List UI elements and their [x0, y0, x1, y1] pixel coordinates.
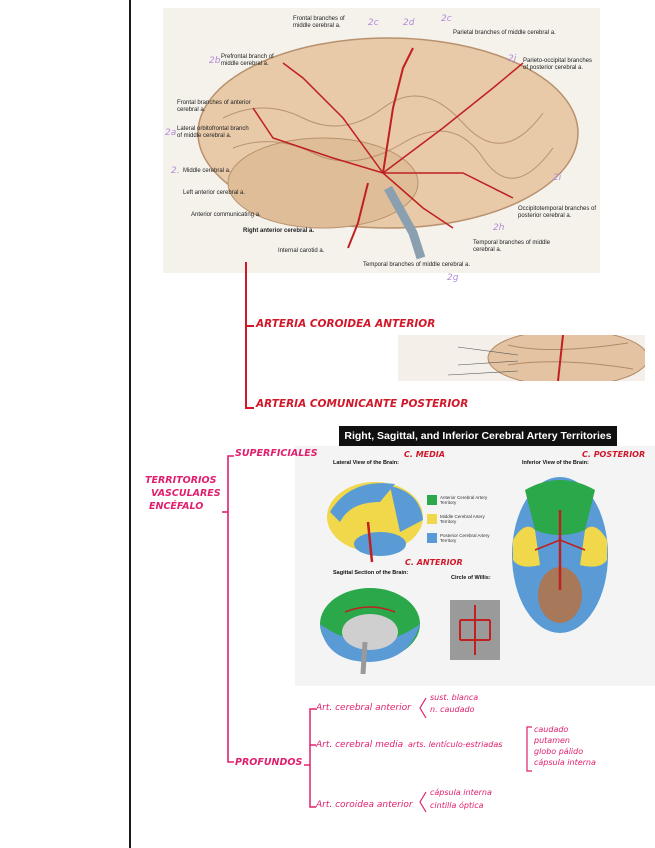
profundos-item-3: Art. coroidea anterior	[316, 800, 413, 810]
brain-arteries-figure: Frontal branches of middle cerebral a. P…	[163, 8, 600, 273]
brain-base-illustration	[398, 335, 645, 381]
profundos-bracket	[304, 705, 320, 815]
c-media-tag: C. MEDIA	[404, 450, 445, 459]
label-middle-cerebral: Middle cerebral a.	[183, 168, 268, 175]
item2-mid: arts. lentículo-estriadas	[408, 740, 502, 749]
legend-swatch-anterior	[427, 495, 437, 505]
label-frontal-anterior: Frontal branches of anterior cerebral a.	[177, 100, 252, 114]
profundos-item-1: Art. cerebral anterior	[316, 703, 411, 713]
main-bracket	[220, 452, 240, 772]
label-anterior-communicating: Anterior communicating a.	[191, 212, 286, 219]
label-parietal: Parietal branches of middle cerebral a.	[453, 30, 603, 37]
label-parieto-occipital: Parieto-occipital branches of posterior …	[523, 58, 598, 72]
territorios-line-3: ENCÉFALO	[145, 500, 221, 513]
label-left-anterior: Left anterior cerebral a.	[183, 190, 278, 197]
legend-swatch-posterior	[427, 533, 437, 543]
brain-base-cutout	[398, 335, 645, 381]
item3-sub-2: cintilla óptica	[430, 799, 492, 812]
notebook-margin-line	[129, 0, 131, 848]
legend-anterior: Anterior Cerebral Artery Territory	[440, 495, 495, 505]
annotation-2a: 2a	[165, 128, 176, 138]
legend-middle: Middle Cerebral Artery Territory	[440, 514, 495, 524]
inferior-view-brain	[505, 470, 620, 640]
label-internal-carotid: Internal carotid a.	[278, 248, 348, 255]
circle-of-willis-arteries	[450, 600, 500, 660]
item2-sub-1: caudado	[534, 724, 596, 735]
legend-posterior: Posterior Cerebral Artery Territory	[440, 533, 495, 543]
annotation-2g: 2g	[447, 273, 458, 283]
territorios-label: TERRITORIOS VASCULARES ENCÉFALO	[145, 474, 221, 513]
annotation-2h: 2h	[493, 223, 504, 233]
c-anterior-tag: C. ANTERIOR	[405, 558, 463, 567]
circle-of-willis-image	[450, 600, 500, 660]
annotation-2j: 2j	[508, 54, 516, 64]
label-right-anterior: Right anterior cerebral a.	[243, 228, 338, 235]
arteria-coroidea-heading: ARTERIA COROIDEA ANTERIOR	[256, 318, 435, 330]
arteria-comunicante-heading: ARTERIA COMUNICANTE POSTERIOR	[256, 398, 468, 410]
item2-sub-4: cápsula interna	[534, 757, 596, 768]
circle-willis-title: Circle of Willis:	[451, 575, 491, 581]
item3-sub-1: cápsula interna	[430, 786, 492, 799]
label-prefrontal: Prefrontal branch of middle cerebral a.	[221, 54, 291, 68]
annotation-2b: 2b	[209, 56, 220, 66]
item2-sublist: caudado putamen globo pálido cápsula int…	[534, 724, 596, 768]
annotation-2dot: 2.	[171, 166, 180, 176]
territorios-line-1: TERRITORIOS	[145, 474, 221, 487]
label-frontal-middle: Frontal branches of middle cerebral a.	[293, 16, 363, 30]
annotation-2i: 2i	[553, 173, 561, 183]
profundos-label: PROFUNDOS	[235, 757, 302, 768]
profundos-item-2: Art. cerebral media	[316, 740, 403, 750]
annotation-2c-a: 2c	[368, 18, 379, 28]
superficiales-label: SUPERFICIALES	[235, 448, 318, 459]
territorios-line-2: VASCULARES	[145, 487, 221, 500]
legend-swatch-middle	[427, 514, 437, 524]
item1-sublist: sust. blanca n. caudado	[430, 692, 478, 716]
item1-sub-1: sust. blanca	[430, 692, 478, 704]
inferior-view-title: Inferior View of the Brain:	[522, 460, 589, 466]
territories-title: Right, Sagittal, and Inferior Cerebral A…	[339, 426, 617, 446]
item3-sublist: cápsula interna cintilla óptica	[430, 786, 492, 812]
label-occipitotemporal: Occipitotemporal branches of posterior c…	[518, 206, 598, 220]
item3-brace	[416, 790, 428, 816]
item2-bracket	[524, 725, 534, 775]
item2-sub-3: globo pálido	[534, 746, 596, 757]
lateral-view-title: Lateral View of the Brain:	[333, 460, 399, 466]
label-lateral-orbitofrontal: Lateral orbitofrontal branch of middle c…	[177, 126, 252, 140]
c-posterior-tag: C. POSTERIOR	[582, 450, 645, 459]
item1-brace	[416, 696, 428, 722]
item1-sub-2: n. caudado	[430, 704, 478, 716]
lateral-view-brain	[320, 472, 435, 567]
sagittal-section-brain	[315, 582, 425, 677]
label-temporal-branches: Temporal branches of middle cerebral a.	[473, 240, 558, 254]
annotation-2c-b: 2c	[441, 14, 452, 24]
brain-lateral-illustration	[163, 8, 600, 273]
annotation-2d: 2d	[403, 18, 414, 28]
sagittal-section-title: Sagittal Section of the Brain:	[333, 570, 408, 576]
item2-sub-2: putamen	[534, 735, 596, 746]
